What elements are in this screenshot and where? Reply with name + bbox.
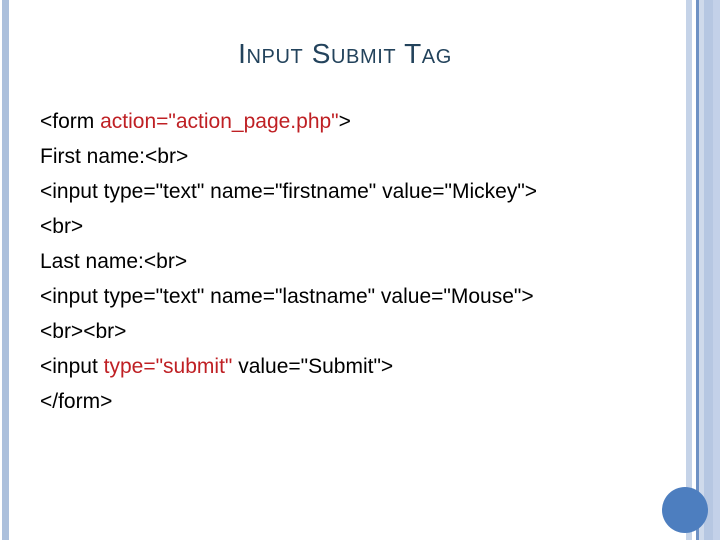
left-accent-bar <box>2 0 9 540</box>
code-line: <input type="submit" value="Submit"> <box>40 349 670 384</box>
code-line: <input type="text" name="firstname" valu… <box>40 174 670 209</box>
page-title: Input Submit Tag <box>238 38 452 69</box>
code-token: <br><br> <box>40 320 127 343</box>
right-stripe-6 <box>713 0 720 540</box>
code-token: Last name:<br> <box>40 250 188 273</box>
right-stripe-3 <box>696 0 699 540</box>
code-line: <br><br> <box>40 314 670 349</box>
code-block: <form action="action_page.php"> First nam… <box>40 104 670 419</box>
code-token: value="Submit"> <box>232 355 394 378</box>
right-stripe-5 <box>704 0 713 540</box>
code-line: Last name:<br> <box>40 244 670 279</box>
code-line: <form action="action_page.php"> <box>40 104 670 139</box>
right-stripe-2 <box>692 0 696 540</box>
code-token: <br> <box>40 215 84 238</box>
bottom-right-circle <box>662 487 708 533</box>
code-token: <input type="text" name="firstname" valu… <box>40 180 538 203</box>
code-line: First name:<br> <box>40 139 670 174</box>
right-stripe-1 <box>686 0 692 540</box>
code-line: <input type="text" name="lastname" value… <box>40 279 670 314</box>
code-token-highlight: type="submit" <box>103 355 233 378</box>
code-token: > <box>338 110 351 133</box>
code-token: <form <box>40 110 101 133</box>
code-token-highlight: action="action_page.php" <box>100 110 339 133</box>
right-stripe-4 <box>699 0 704 540</box>
code-line: <br> <box>40 209 670 244</box>
code-token: </form> <box>40 390 113 413</box>
code-token: <input <box>40 355 104 378</box>
code-token: <input type="text" name="lastname" value… <box>40 285 534 308</box>
code-token: First name:<br> <box>40 145 189 168</box>
code-line: </form> <box>40 384 670 419</box>
